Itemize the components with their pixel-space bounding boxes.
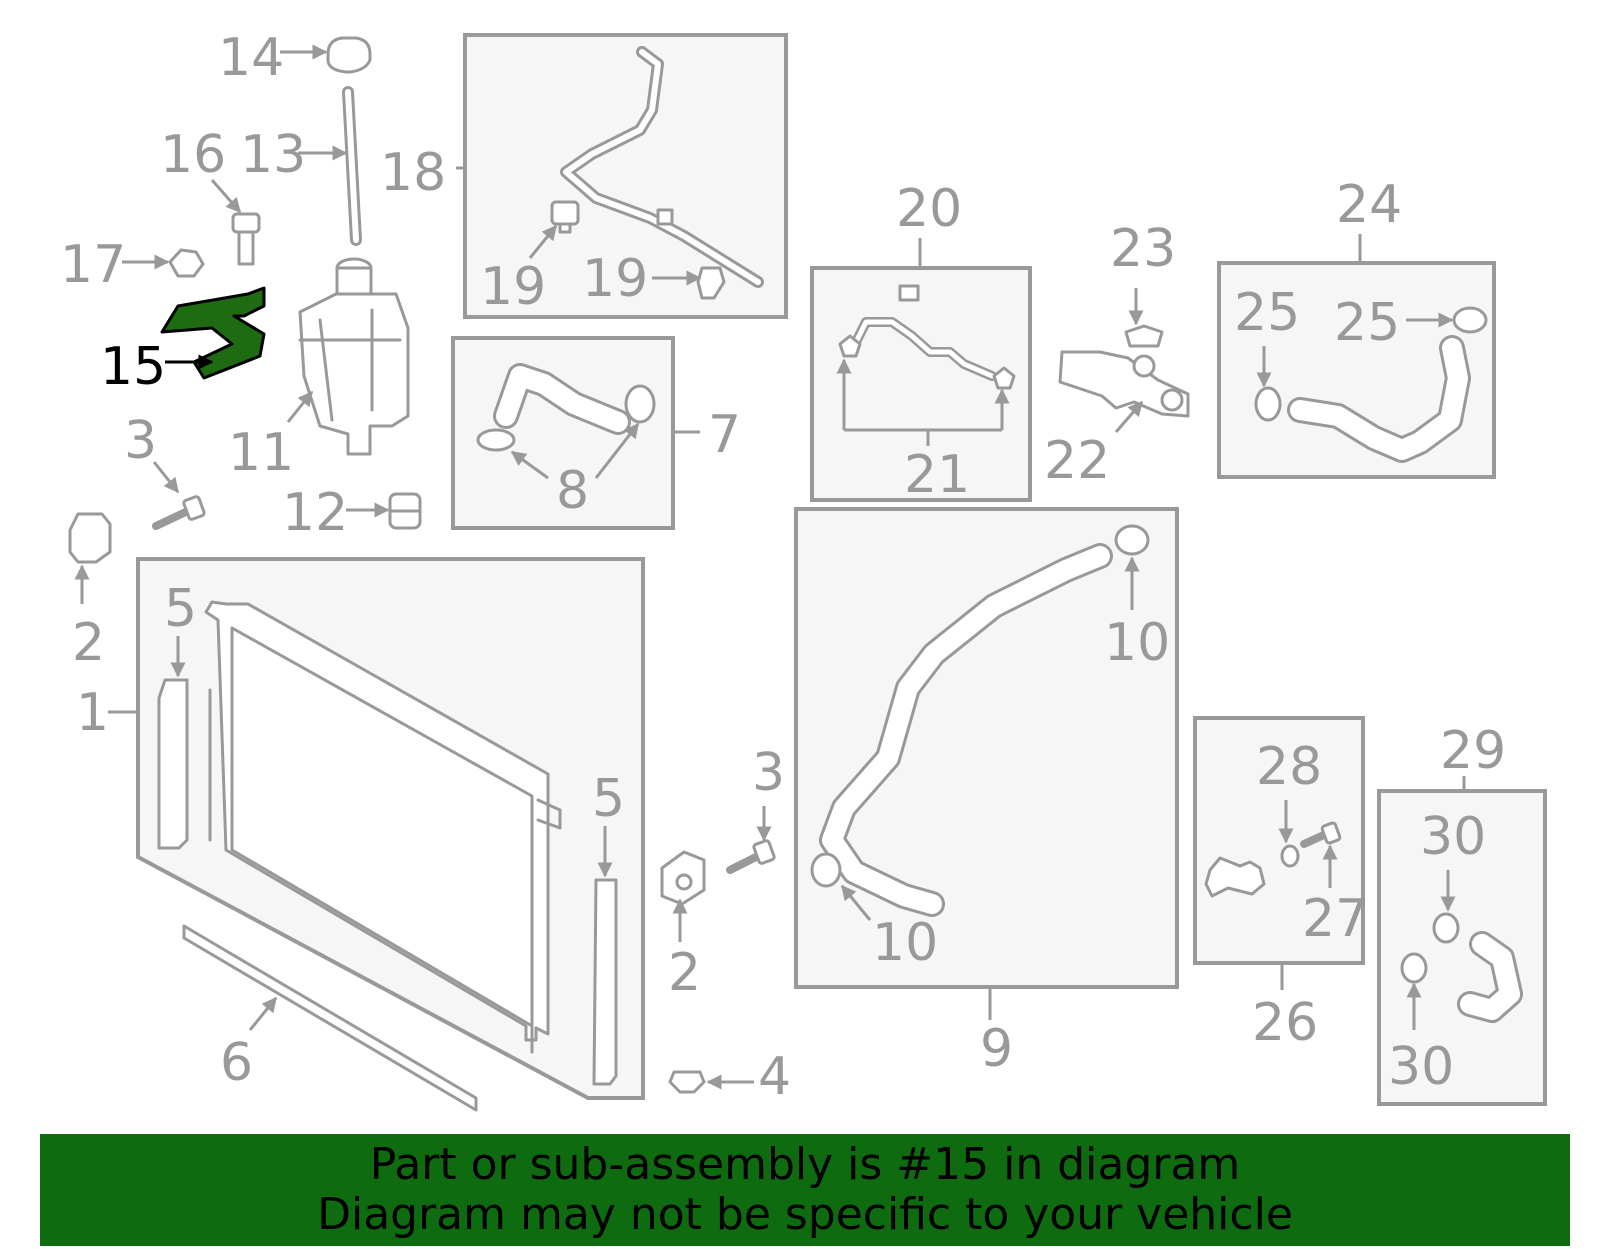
banner-line-2: Diagram may not be specific to your vehi… [317, 1189, 1293, 1240]
callout-30-upper[interactable]: 30 [1420, 807, 1486, 867]
banner-line-1: Part or sub-assembly is #15 in diagram [369, 1139, 1241, 1190]
part-30-clamp-b [1400, 952, 1428, 984]
callout-18[interactable]: 18 [380, 143, 446, 203]
callout-28[interactable]: 28 [1256, 737, 1322, 797]
part-5-guide-left [157, 678, 189, 850]
callout-10-lower[interactable]: 10 [872, 913, 938, 973]
callout-11[interactable]: 11 [228, 423, 294, 483]
callout-21[interactable]: 21 [904, 445, 970, 505]
callout-19-left[interactable]: 19 [480, 257, 546, 317]
part-21-clamps [838, 334, 1016, 390]
part-9-hose [819, 543, 1113, 917]
part-25-clamp-b [1452, 306, 1488, 334]
part-20-hose [849, 284, 997, 381]
part-4-clip [668, 1070, 706, 1094]
part-29-hose [1457, 931, 1523, 1023]
callout-25-right[interactable]: 25 [1334, 293, 1400, 353]
part-27-bolt [1300, 821, 1342, 848]
part-15-bracket [160, 286, 266, 380]
part-10-clamp-a [1114, 524, 1150, 556]
callout-17[interactable]: 17 [60, 235, 126, 295]
callout-2-lower[interactable]: 2 [668, 943, 701, 1003]
callout-16[interactable]: 16 [160, 125, 226, 185]
part-30-clamp-a [1432, 912, 1460, 944]
callout-13[interactable]: 13 [240, 125, 306, 185]
part-22-housing [1058, 350, 1190, 418]
part-8-clamp-a [476, 428, 516, 452]
part-26-sensor [1204, 856, 1266, 898]
part-14-cap [326, 36, 372, 74]
part-18-pipe [560, 46, 764, 288]
part-5-guide-right [592, 878, 618, 1086]
callout-20[interactable]: 20 [896, 179, 962, 239]
callout-3-upper[interactable]: 3 [124, 411, 157, 471]
part-3-bolt-lower [726, 839, 776, 874]
callout-2-upper[interactable]: 2 [72, 613, 105, 673]
part-10-clamp-b [810, 852, 842, 888]
callout-14[interactable]: 14 [218, 28, 284, 88]
callout-4[interactable]: 4 [758, 1047, 791, 1107]
part-19-sensor-a [550, 200, 580, 234]
callout-30-lower[interactable]: 30 [1388, 1037, 1454, 1097]
leader-lines [74, 44, 1466, 1090]
callout-5-left[interactable]: 5 [164, 579, 197, 639]
callout-6[interactable]: 6 [220, 1033, 253, 1093]
callout-24[interactable]: 24 [1336, 175, 1402, 235]
part-1-radiator [204, 600, 562, 1054]
callout-8[interactable]: 8 [556, 461, 589, 521]
callout-23[interactable]: 23 [1110, 219, 1176, 279]
callout-10-upper[interactable]: 10 [1104, 613, 1170, 673]
group-box-29 [1377, 789, 1547, 1106]
callout-12[interactable]: 12 [282, 483, 348, 543]
part-16-bolt [231, 212, 261, 266]
callout-15[interactable]: 15 [100, 337, 166, 397]
part-2-bracket-lower [660, 850, 706, 906]
part-7-hose [493, 363, 631, 435]
callout-7[interactable]: 7 [708, 405, 741, 465]
callout-1[interactable]: 1 [76, 683, 109, 743]
part-25-clamp-a [1254, 386, 1282, 422]
callout-27[interactable]: 27 [1302, 889, 1368, 949]
callout-29[interactable]: 29 [1440, 721, 1506, 781]
part-28-oring [1280, 844, 1300, 868]
part-3-bolt-left [152, 495, 206, 530]
part-23-gasket [1124, 324, 1164, 348]
callout-26[interactable]: 26 [1252, 993, 1318, 1053]
part-11-reservoir [298, 257, 410, 456]
callout-9[interactable]: 9 [980, 1019, 1013, 1079]
part-24-hose [1287, 335, 1471, 463]
callout-25-left[interactable]: 25 [1234, 283, 1300, 343]
part-2-bracket-left [68, 512, 112, 564]
group-box-9 [794, 507, 1179, 989]
callout-5-right[interactable]: 5 [592, 769, 625, 829]
callout-19-right[interactable]: 19 [582, 249, 648, 309]
callout-labels: 14 16 13 18 17 15 11 3 12 2 5 1 5 6 2 3 … [60, 28, 1506, 1107]
part-17-nut [168, 248, 205, 278]
part-12-bushing [388, 492, 422, 530]
part-6-seal [182, 924, 478, 1112]
info-banner: Part or sub-assembly is #15 in diagram D… [40, 1134, 1570, 1246]
callout-3-lower[interactable]: 3 [752, 743, 785, 803]
callout-22[interactable]: 22 [1044, 431, 1110, 491]
part-8-clamp-b [624, 384, 656, 424]
